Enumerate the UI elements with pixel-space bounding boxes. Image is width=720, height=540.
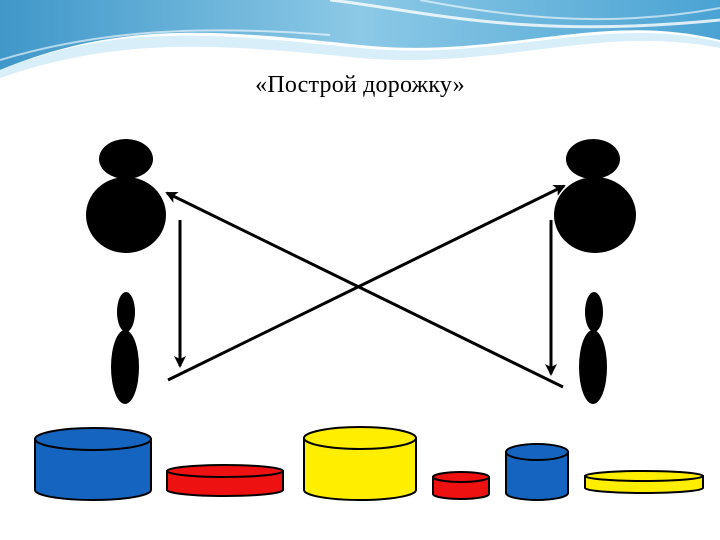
- large-blue-cylinder: [34, 427, 152, 501]
- diagonal-arrow-to-right-child: [167, 184, 566, 382]
- slide-title: «Построй дорожку»: [255, 72, 465, 98]
- small-red-cylinder: [432, 471, 490, 500]
- diagonal-arrow-to-left-child: [165, 191, 564, 389]
- large-yellow-cylinder: [303, 426, 417, 501]
- left-skittle-figure: [111, 292, 139, 404]
- right-child-figure: [554, 139, 636, 253]
- header-wave-decoration: [0, 0, 720, 78]
- small-blue-cylinder: [505, 443, 569, 501]
- left-child-figure: [86, 139, 166, 253]
- right-skittle-figure: [579, 292, 607, 404]
- flat-red-cylinder: [166, 464, 284, 497]
- flat-yellow-cylinder: [584, 470, 704, 494]
